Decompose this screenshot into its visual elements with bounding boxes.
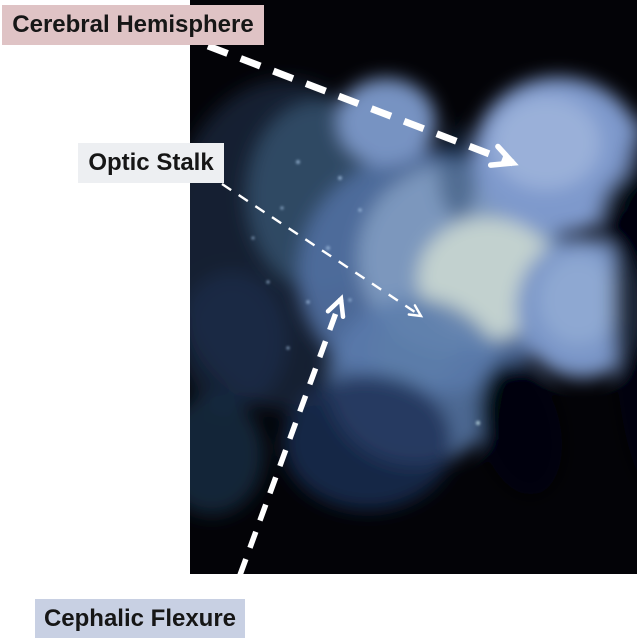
- label-cerebral-hemisphere-text: Cerebral Hemisphere: [12, 11, 254, 38]
- label-cerebral-hemisphere: Cerebral Hemisphere: [2, 5, 264, 45]
- annotation-arrows: [206, 42, 519, 574]
- specimen-photo: [190, 0, 637, 574]
- specimen-art: [190, 0, 637, 574]
- cerebral-hemisphere-arrow: [206, 42, 519, 168]
- label-cephalic-flexure: Cephalic Flexure: [35, 599, 245, 638]
- label-optic-stalk-text: Optic Stalk: [88, 149, 214, 176]
- cephalic-flexure-arrow: [237, 294, 346, 574]
- label-cephalic-flexure-text: Cephalic Flexure: [43, 604, 237, 632]
- debris-speckles: [251, 160, 481, 426]
- label-optic-stalk: Optic Stalk: [78, 143, 224, 183]
